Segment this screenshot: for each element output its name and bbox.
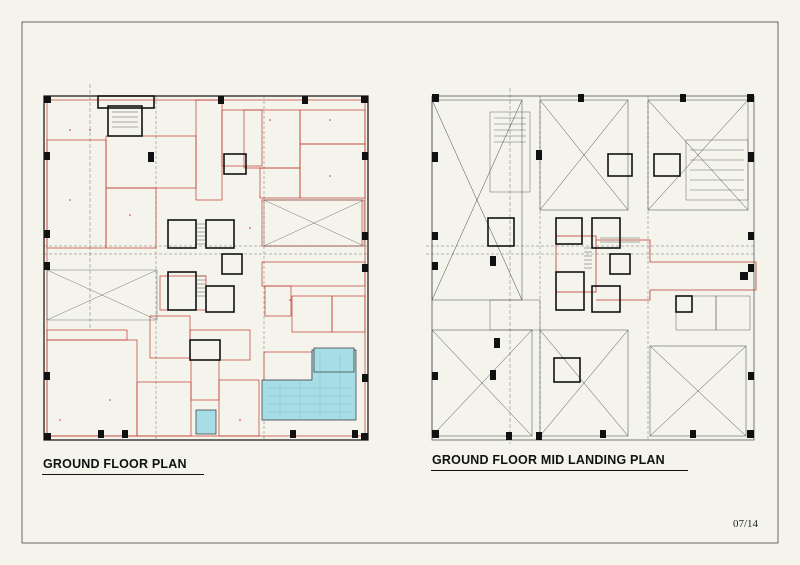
ground-floor-plan-title: GROUND FLOOR PLAN	[43, 457, 187, 471]
title-underline-left	[42, 474, 204, 476]
mid-landing-plan-drawing	[426, 88, 757, 444]
mid-landing-plan-title: GROUND FLOOR MID LANDING PLAN	[432, 453, 665, 467]
ground-floor-plan-drawing	[43, 84, 369, 441]
page-number: 07/14	[733, 518, 759, 530]
title-underline-right	[431, 470, 688, 472]
sheet-border	[21, 21, 779, 544]
